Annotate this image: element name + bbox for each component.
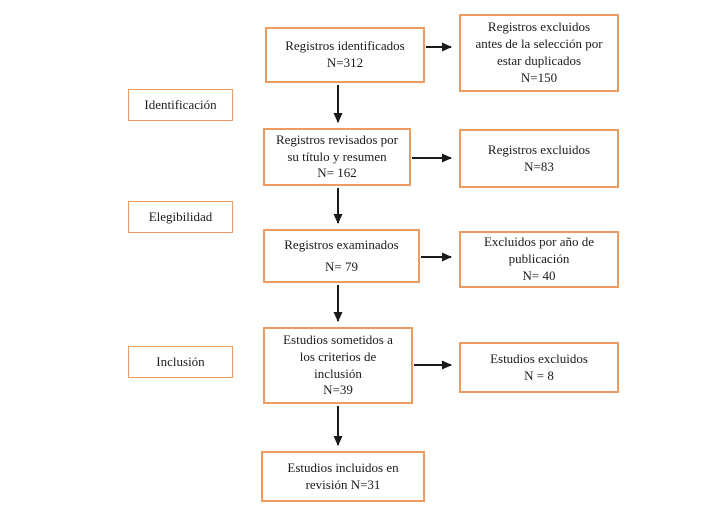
stage-label-inclusion: Inclusión	[128, 346, 233, 378]
exclusion-box-duplicates: Registros excluidos antes de la selecció…	[459, 14, 619, 92]
exclusion-box-studies-excluded: Estudios excluidos N = 8	[459, 342, 619, 393]
exclusion-box-excluded-by-year: Excluidos por año de publicación N= 40	[459, 231, 619, 288]
flow-box-records-examined: Registros examinados N= 79	[263, 229, 420, 283]
flow-box-studies-included-review: Estudios incluidos en revisión N=31	[261, 451, 425, 502]
flow-box-records-screened-title-abstract: Registros revisados por su título y resu…	[263, 128, 411, 186]
flow-box-records-identified: Registros identificados N=312	[265, 27, 425, 83]
exclusion-box-records-excluded: Registros excluidos N=83	[459, 129, 619, 188]
stage-label-identificacion: Identificación	[128, 89, 233, 121]
flow-box-studies-inclusion-criteria: Estudios sometidos a los criterios de in…	[263, 327, 413, 404]
stage-label-elegibilidad: Elegibilidad	[128, 201, 233, 233]
